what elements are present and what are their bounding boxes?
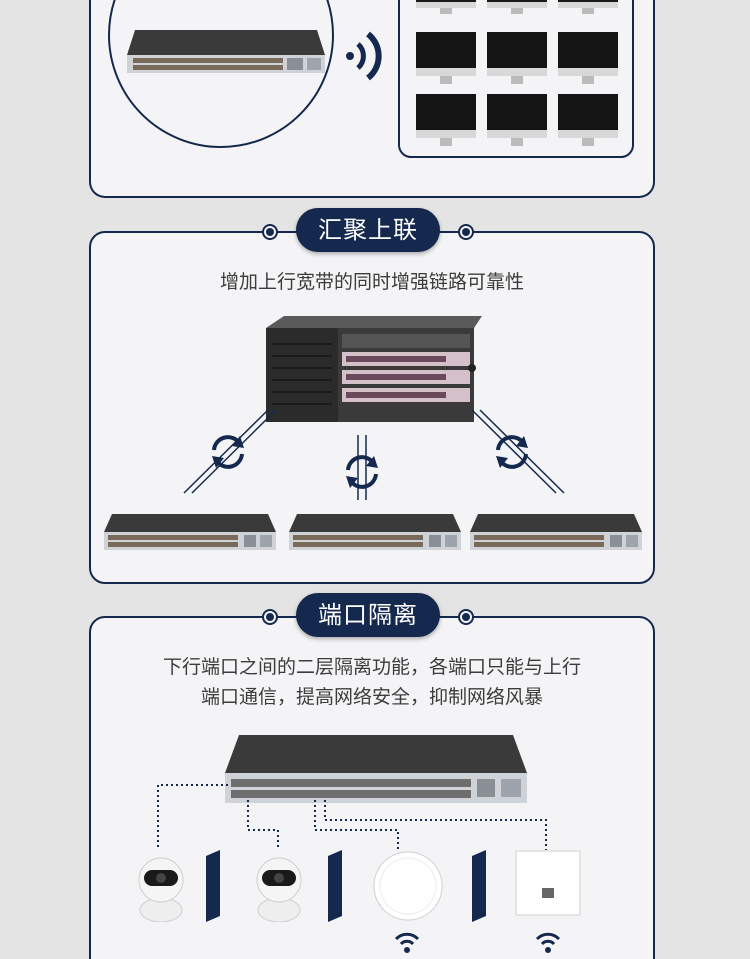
aggregation-description: 增加上行宽带的同时增强链路可靠性: [219, 271, 524, 293]
sync-arrows-icon: [206, 430, 250, 474]
wifi-signal-icon: [533, 928, 563, 954]
sync-arrows-icon: [340, 450, 384, 494]
chassis-switch: [264, 314, 484, 424]
access-switch: [289, 514, 461, 552]
title-dot-right: [460, 611, 472, 623]
sync-arrows-icon: [490, 430, 534, 474]
title-dot-left: [264, 611, 276, 623]
uplink-lines: [180, 405, 570, 505]
aggregation-title: 汇聚上联: [296, 208, 440, 252]
panel-ap-device: [515, 850, 581, 916]
isolation-switch: [225, 735, 527, 805]
title-dot-left: [264, 226, 276, 238]
camera-device: [136, 850, 186, 922]
isolation-bar: [472, 850, 488, 922]
title-dot-right: [460, 226, 472, 238]
isolation-title: 端口隔离: [296, 593, 440, 637]
title-connector-left: [258, 616, 298, 618]
switch-circle: [107, 0, 337, 170]
monitor-grid: [398, 0, 634, 158]
isolation-bar: [328, 850, 344, 922]
ceiling-ap-device: [372, 850, 444, 922]
title-connector-left: [258, 231, 298, 233]
access-switch: [470, 514, 642, 552]
wifi-signal-icon: [392, 928, 422, 954]
isolation-description-line1: 下行端口之间的二层隔离功能，各端口只能与上行: [162, 656, 581, 678]
isolation-bar: [206, 850, 222, 922]
port-connections: [150, 780, 570, 860]
camera-device: [254, 850, 304, 922]
access-switch: [104, 514, 276, 552]
isolation-description-line2: 端口通信，提高网络安全，抑制网络风暴: [200, 686, 543, 708]
wifi-signal-icon: [342, 26, 388, 86]
